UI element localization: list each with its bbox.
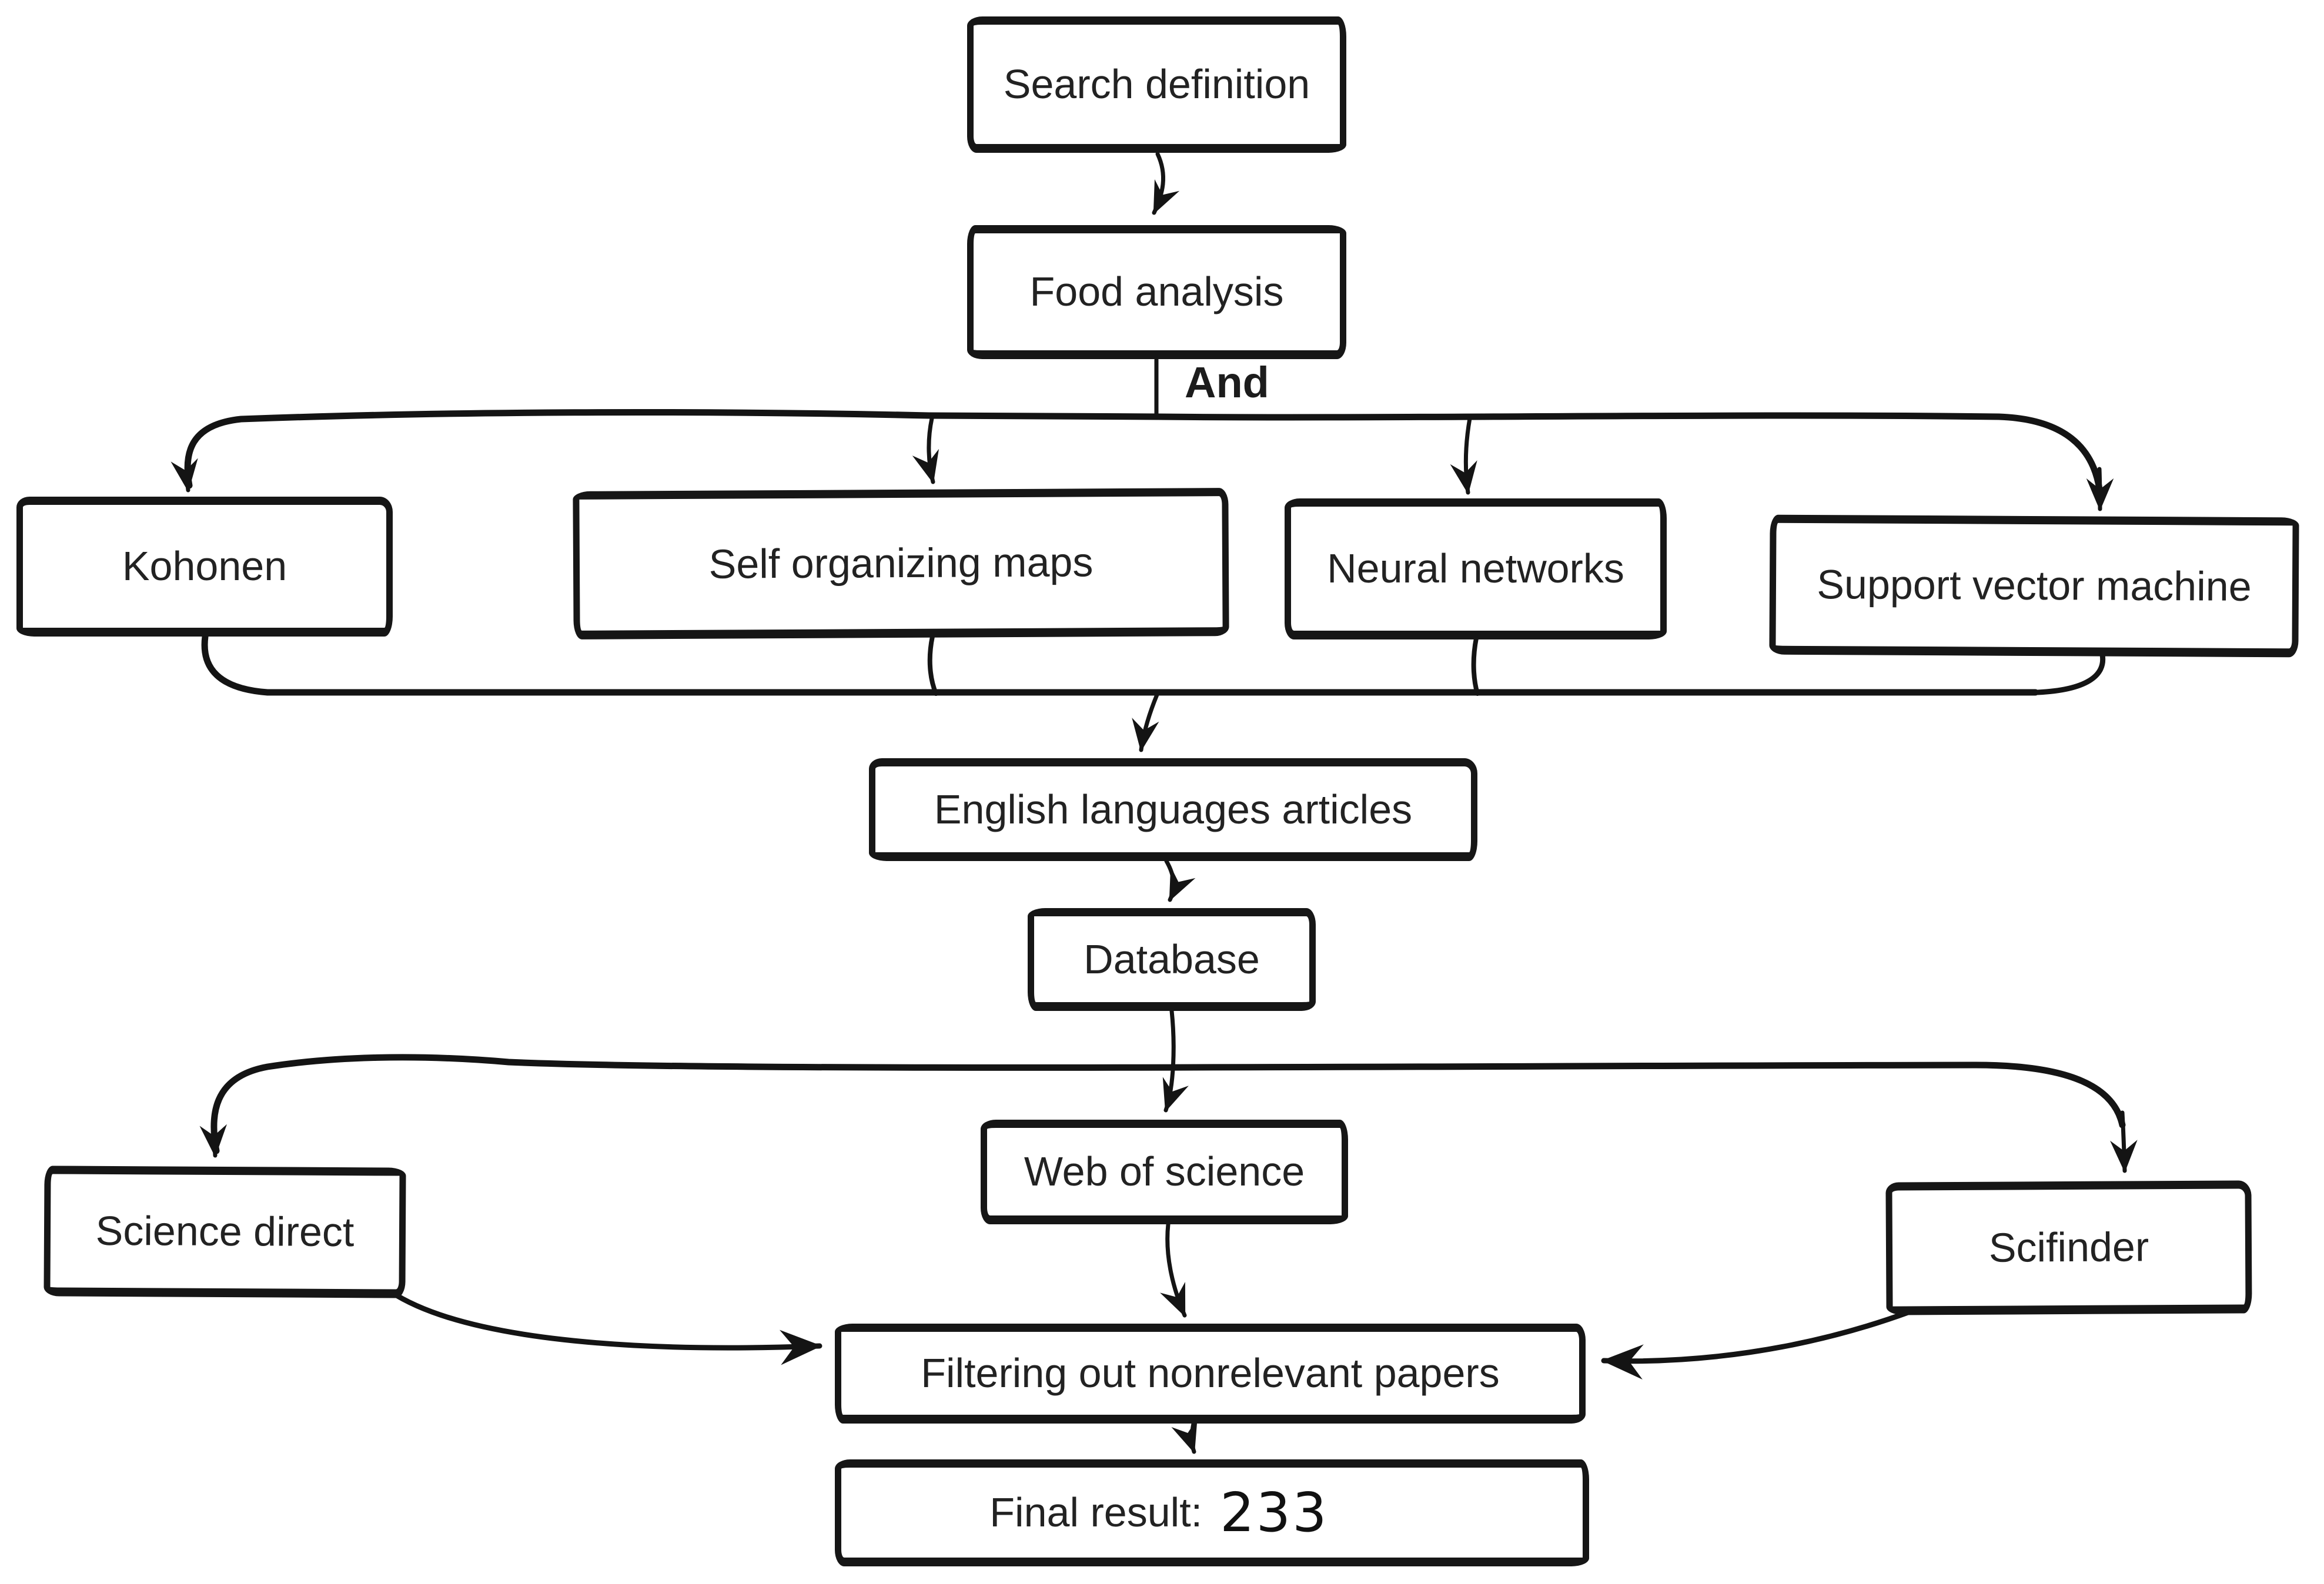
node-label: Food analysis bbox=[1029, 269, 1284, 314]
node-neural-networks: Neural networks bbox=[1285, 498, 1667, 639]
node-label: Scifinder bbox=[1988, 1224, 2149, 1271]
node-search-definition: Search definition bbox=[967, 16, 1346, 153]
rail-database-distribution bbox=[210, 1054, 2126, 1154]
edge-to-scifinder-arrow bbox=[2110, 1110, 2138, 1173]
node-scifinder: Scifinder bbox=[1885, 1180, 2252, 1315]
node-label: Search definition bbox=[1003, 61, 1310, 107]
rail-top-distribution bbox=[184, 408, 2103, 493]
edge-database-to-wos-arrow bbox=[1162, 1009, 1189, 1113]
node-support-vector-machine: Support vector machine bbox=[1769, 514, 2299, 658]
edge-to-kohonen-arrow bbox=[170, 455, 198, 493]
edge-merge-to-english-arrow bbox=[1132, 692, 1159, 752]
node-label: Self organizing maps bbox=[708, 539, 1094, 587]
node-label: Web of science bbox=[1024, 1148, 1305, 1194]
node-kohonen: Kohonen bbox=[16, 497, 393, 637]
final-result-label: Final result: bbox=[989, 1489, 1203, 1535]
node-english-languages-articles: English languages articles bbox=[869, 758, 1477, 861]
edge-to-neural-arrow bbox=[1450, 416, 1477, 495]
edge-wos-to-filtering-arrow bbox=[1160, 1222, 1187, 1318]
edge-scifinder-to-filtering-arrow bbox=[1601, 1309, 1912, 1380]
edge-neural-to-merge bbox=[1471, 636, 1480, 696]
edge-science-direct-to-filtering-arrow bbox=[388, 1289, 822, 1365]
node-web-of-science: Web of science bbox=[981, 1120, 1348, 1224]
and-operator-label: And bbox=[1185, 358, 1269, 407]
edge-svm-to-merge bbox=[2035, 652, 2106, 695]
final-result-value: 233 bbox=[1220, 1481, 1329, 1544]
rail-merge-methods bbox=[201, 633, 2039, 696]
node-food-analysis: Food analysis bbox=[967, 225, 1346, 359]
node-label: Kohonen bbox=[122, 543, 287, 589]
node-filtering: Filtering out nonrelevant papers bbox=[835, 1324, 1586, 1424]
node-self-organizing-maps: Self organizing maps bbox=[573, 488, 1229, 639]
node-label: Filtering out nonrelevant papers bbox=[921, 1350, 1500, 1396]
node-label: Neural networks bbox=[1327, 545, 1624, 591]
node-label: Support vector machine bbox=[1817, 561, 2252, 610]
node-label: Database bbox=[1084, 936, 1260, 982]
node-database: Database bbox=[1028, 908, 1316, 1011]
edge-filtering-to-final-arrow bbox=[1171, 1418, 1198, 1454]
edge-som-to-merge bbox=[927, 634, 938, 696]
node-label: Science direct bbox=[95, 1207, 355, 1255]
node-science-direct: Science direct bbox=[44, 1166, 406, 1298]
edge-to-som-arrow bbox=[912, 416, 939, 484]
edge-english-to-database-arrow bbox=[1164, 859, 1196, 902]
node-label: English languages articles bbox=[934, 786, 1413, 832]
edge-to-svm-arrow bbox=[2086, 467, 2114, 511]
node-final-result: Final result: 233 bbox=[835, 1459, 1589, 1566]
edge-search-to-food-arrow bbox=[1152, 152, 1180, 215]
